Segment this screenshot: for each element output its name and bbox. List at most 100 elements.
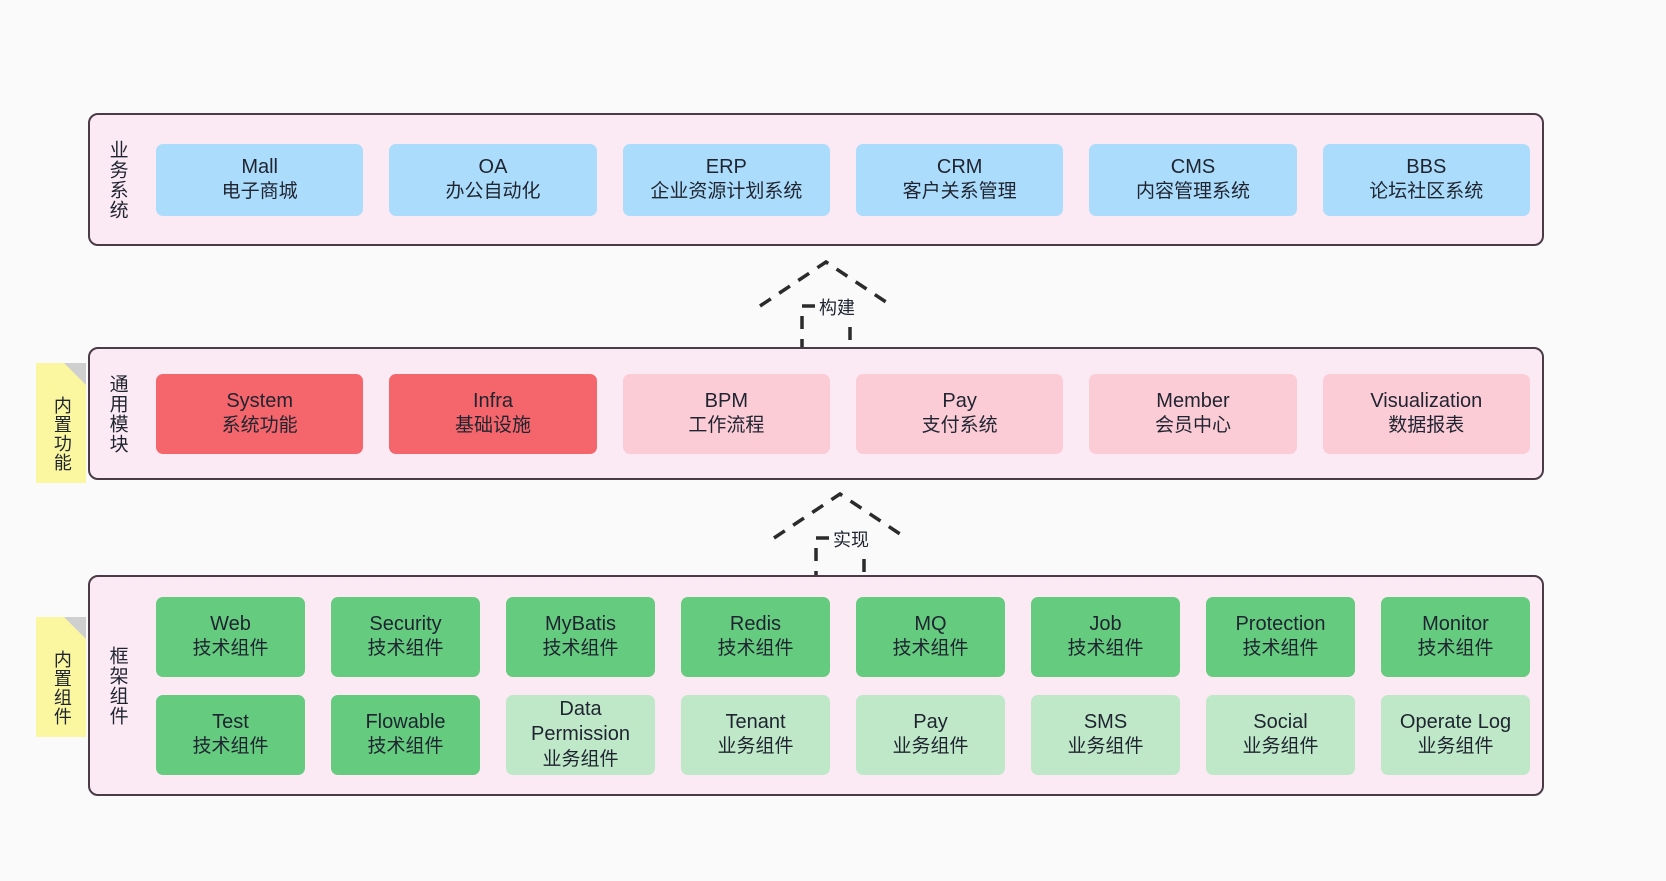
card-erp[interactable]: ERP 企业资源计划系统 <box>622 143 830 216</box>
card-mall[interactable]: Mall 电子商城 <box>156 143 364 216</box>
layer-framework-components: 框架组件 Web 技术组件 Security 技术组件 MyBatis 技术组件… <box>88 575 1544 796</box>
card-tenant[interactable]: Tenant 业务组件 <box>681 694 830 775</box>
layer-title-business: 业务系统 <box>106 139 128 220</box>
card-bpm-cn: 工作流程 <box>688 415 765 437</box>
card-flowable[interactable]: Flowable 技术组件 <box>331 694 480 775</box>
card-bpm[interactable]: BPM 工作流程 <box>622 373 830 454</box>
layer-body-business: Mall 电子商城 OA 办公自动化 ERP 企业资源计划系统 CRM 客户关系… <box>144 115 1542 244</box>
card-flowable-cn: 技术组件 <box>367 736 444 758</box>
card-redis-en: Redis <box>729 612 782 635</box>
card-tenant-en: Tenant <box>725 710 786 733</box>
card-protection[interactable]: Protection 技术组件 <box>1206 596 1355 677</box>
framework-card-row-2: Test 技术组件 Flowable 技术组件 Data Permission … <box>156 694 1530 775</box>
card-cms[interactable]: CMS 内容管理系统 <box>1089 143 1297 216</box>
card-monitor-cn: 技术组件 <box>1417 638 1494 660</box>
card-oa-cn: 办公自动化 <box>445 181 541 203</box>
card-erp-cn: 企业资源计划系统 <box>650 181 803 203</box>
note-built-in-components: 内置组件 <box>36 617 86 737</box>
card-oa-en: OA <box>478 155 508 178</box>
card-data-permission[interactable]: Data Permission 业务组件 <box>506 694 655 775</box>
card-pay-component[interactable]: Pay 业务组件 <box>856 694 1005 775</box>
card-pay-component-en: Pay <box>913 710 948 733</box>
card-operate-log[interactable]: Operate Log 业务组件 <box>1381 694 1530 775</box>
card-web[interactable]: Web 技术组件 <box>156 596 305 677</box>
note-fold-corner-icon <box>64 617 86 639</box>
card-visualization-en: Visualization <box>1370 389 1483 412</box>
card-job-en: Job <box>1089 612 1122 635</box>
card-cms-cn: 内容管理系统 <box>1135 181 1250 203</box>
card-monitor-en: Monitor <box>1422 612 1489 635</box>
card-mq-cn: 技术组件 <box>892 638 969 660</box>
card-bbs-en: BBS <box>1406 155 1447 178</box>
card-sms[interactable]: SMS 业务组件 <box>1031 694 1180 775</box>
card-job-cn: 技术组件 <box>1067 638 1144 660</box>
card-member-en: Member <box>1156 389 1230 412</box>
layer-title-framework: 框架组件 <box>106 645 128 726</box>
note-fold-corner-icon <box>64 363 86 385</box>
card-crm-cn: 客户关系管理 <box>902 181 1017 203</box>
card-bbs-cn: 论坛社区系统 <box>1369 181 1484 203</box>
card-infra-cn: 基础设施 <box>454 415 531 437</box>
card-test-cn: 技术组件 <box>192 736 269 758</box>
card-social-cn: 业务组件 <box>1242 736 1319 758</box>
card-security[interactable]: Security 技术组件 <box>331 596 480 677</box>
card-pay-module[interactable]: Pay 支付系统 <box>855 373 1064 454</box>
card-mybatis-cn: 技术组件 <box>542 638 619 660</box>
card-sms-en: SMS <box>1083 710 1128 733</box>
card-visualization[interactable]: Visualization 数据报表 <box>1322 373 1530 454</box>
modules-card-row: System 系统功能 Infra 基础设施 BPM 工作流程 Pay 支付系统… <box>156 373 1530 454</box>
layer-business-systems: 业务系统 Mall 电子商城 OA 办公自动化 ERP 企业资源计划系统 CRM… <box>88 113 1544 246</box>
framework-card-row-1: Web 技术组件 Security 技术组件 MyBatis 技术组件 Redi… <box>156 596 1530 677</box>
card-system-en: System <box>226 389 293 412</box>
note-built-in-components-label: 内置组件 <box>51 650 72 726</box>
card-web-cn: 技术组件 <box>192 638 269 660</box>
card-operate-log-en: Operate Log <box>1399 710 1512 733</box>
card-bbs[interactable]: BBS 论坛社区系统 <box>1322 143 1530 216</box>
card-member-cn: 会员中心 <box>1154 415 1231 437</box>
card-crm[interactable]: CRM 客户关系管理 <box>855 143 1064 216</box>
business-card-row: Mall 电子商城 OA 办公自动化 ERP 企业资源计划系统 CRM 客户关系… <box>156 143 1530 216</box>
layer-common-modules: 通用模块 System 系统功能 Infra 基础设施 BPM 工作流程 Pay… <box>88 347 1544 480</box>
card-monitor[interactable]: Monitor 技术组件 <box>1381 596 1530 677</box>
card-cms-en: CMS <box>1170 155 1216 178</box>
card-data-permission-cn: 业务组件 <box>542 748 619 770</box>
arrow-implement-label: 实现 <box>830 526 872 552</box>
card-mq[interactable]: MQ 技术组件 <box>856 596 1005 677</box>
card-infra[interactable]: Infra 基础设施 <box>389 373 597 454</box>
card-mybatis[interactable]: MyBatis 技术组件 <box>506 596 655 677</box>
card-test[interactable]: Test 技术组件 <box>156 694 305 775</box>
card-system-cn: 系统功能 <box>221 415 298 437</box>
card-social[interactable]: Social 业务组件 <box>1206 694 1355 775</box>
card-system[interactable]: System 系统功能 <box>156 373 364 454</box>
card-pay-module-en: Pay <box>942 389 977 412</box>
card-redis[interactable]: Redis 技术组件 <box>681 596 830 677</box>
arrow-implement: 实现 <box>772 490 922 584</box>
card-web-en: Web <box>210 612 251 635</box>
arrow-build: 构建 <box>758 258 908 352</box>
card-redis-cn: 技术组件 <box>717 638 794 660</box>
layer-body-framework: Web 技术组件 Security 技术组件 MyBatis 技术组件 Redi… <box>144 577 1542 794</box>
card-test-en: Test <box>212 710 249 733</box>
card-social-en: Social <box>1253 710 1308 733</box>
card-job[interactable]: Job 技术组件 <box>1031 596 1180 677</box>
card-member[interactable]: Member 会员中心 <box>1089 373 1297 454</box>
card-protection-en: Protection <box>1235 612 1326 635</box>
card-pay-component-cn: 业务组件 <box>892 736 969 758</box>
card-data-permission-en: Data Permission <box>531 697 630 746</box>
card-crm-en: CRM <box>936 155 983 178</box>
card-visualization-cn: 数据报表 <box>1388 415 1465 437</box>
card-security-en: Security <box>369 612 442 635</box>
card-oa[interactable]: OA 办公自动化 <box>389 143 597 216</box>
layer-title-modules: 通用模块 <box>106 373 128 454</box>
card-tenant-cn: 业务组件 <box>717 736 794 758</box>
card-flowable-en: Flowable <box>365 710 446 733</box>
card-mall-en: Mall <box>241 155 278 178</box>
card-sms-cn: 业务组件 <box>1067 736 1144 758</box>
card-operate-log-cn: 业务组件 <box>1417 736 1494 758</box>
note-built-in-functions-label: 内置功能 <box>51 396 72 472</box>
card-protection-cn: 技术组件 <box>1242 638 1319 660</box>
card-mybatis-en: MyBatis <box>544 612 617 635</box>
card-bpm-en: BPM <box>704 389 748 412</box>
note-built-in-functions: 内置功能 <box>36 363 86 483</box>
